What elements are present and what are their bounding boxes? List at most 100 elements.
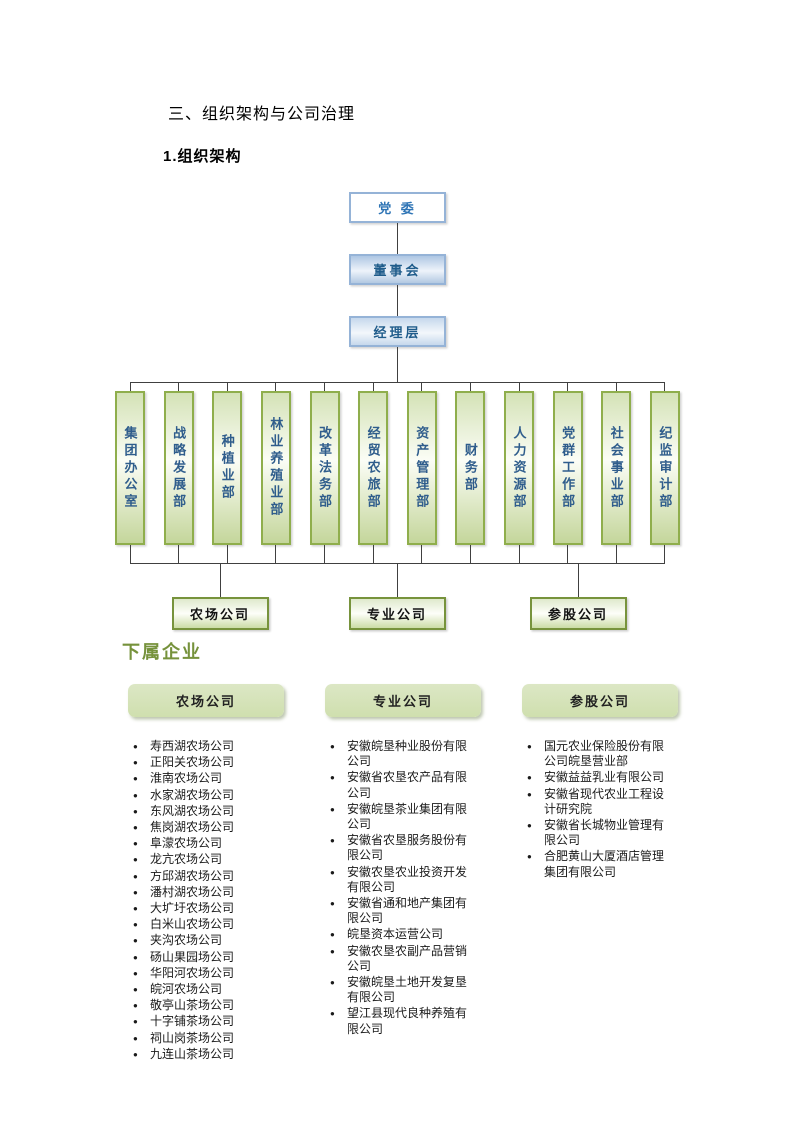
subsidiary-name: 安徽农垦农副产品营销公司: [347, 943, 468, 973]
connector-line: [129, 545, 131, 563]
department-cell: 社会事业部: [601, 382, 632, 563]
section-title: 三、组织架构与公司治理: [168, 106, 356, 123]
org-node-party-committee: 党 委: [349, 192, 446, 223]
department-cell: 纪监审计部: [649, 382, 680, 563]
connector-line: [397, 223, 398, 254]
subsidiary-list: ●寿西湖农场公司●正阳关农场公司●淮南农场公司●水家湖农场公司●东风湖农场公司●…: [128, 739, 284, 1062]
subsidiary-name: 安徽皖垦茶业集团有限公司: [347, 801, 468, 832]
department-box: 资产管理部: [406, 391, 437, 545]
subsidiary-item: ●方邱湖农场公司: [133, 869, 278, 884]
bullet-icon: ●: [330, 978, 335, 988]
subsidiary-item: ●寿西湖农场公司: [133, 739, 278, 754]
column-header: 农场公司: [128, 684, 284, 717]
subsidiary-item: ●安徽省长城物业管理有限公司: [527, 818, 672, 848]
subsidiary-item: ●安徽省通和地产集团有限公司: [330, 896, 475, 926]
subsidiary-name: 寿西湖农场公司: [150, 739, 235, 753]
department-box: 财务部: [455, 391, 486, 545]
subsidiary-item: ● 安徽省农垦服务股份有限公司: [330, 833, 475, 863]
subsidiary-name: 十字铺茶场公司: [150, 1014, 235, 1029]
subsidiary-name: 安徽省通和地产集团有限公司: [347, 896, 468, 926]
bullet-icon: ●: [133, 968, 138, 978]
subsidiaries-title: 下属企业: [122, 642, 202, 662]
subsidiary-item: ●白米山农场公司: [133, 917, 278, 932]
connector-line: [421, 545, 423, 563]
connector-line: [577, 563, 579, 597]
connector-line: [518, 545, 520, 563]
connector-line: [226, 545, 228, 563]
column-header: 专业公司: [325, 684, 481, 717]
department-box: 社会事业部: [601, 391, 632, 545]
subsidiary-name: 大圹圩农场公司: [150, 901, 235, 916]
department-box: 改革法务部: [309, 391, 340, 545]
bullet-icon: ●: [527, 852, 532, 862]
department-label: 林业养殖业部: [268, 417, 284, 519]
bullet-icon: ●: [133, 823, 138, 833]
connector-line: [664, 382, 666, 391]
subsidiary-name: 敬亭山茶场公司: [150, 998, 235, 1013]
connector-line: [129, 382, 131, 391]
subsidiary-item: ●阜濛农场公司: [133, 836, 278, 851]
subsidiary-item: ●敬亭山茶场公司: [133, 998, 278, 1013]
subsidiary-name: 东风湖农场公司: [150, 803, 235, 818]
connector-line: [664, 545, 666, 563]
subsidiary-item: ●望江县现代良种养殖有限公司: [330, 1006, 475, 1036]
subsidiary-name: 皖河农场公司: [150, 982, 223, 997]
subsidiary-item: ●大圹圩农场公司: [133, 901, 278, 916]
subsidiary-name: 安徽省长城物业管理有限公司: [544, 818, 665, 848]
department-cell: 林业养殖业部: [260, 382, 291, 563]
company-group-box: 专业公司: [348, 597, 446, 630]
subsidiary-name: 九连山茶场公司: [150, 1046, 235, 1061]
department-cell: 改革法务部: [309, 382, 340, 563]
bullet-icon: ●: [330, 867, 335, 877]
bullet-icon: ●: [330, 836, 335, 846]
bullet-icon: ●: [133, 774, 138, 784]
subsidiaries-columns: 农场公司●寿西湖农场公司●正阳关农场公司●淮南农场公司●水家湖农场公司●东风湖农…: [128, 684, 678, 1063]
org-node-management-layer: 经理层: [349, 316, 446, 347]
subsidiary-name: 安徽省现代农业工程设计研究院: [544, 786, 665, 816]
department-cell: 集团办公室: [115, 382, 145, 563]
department-label: 纪监审计部: [657, 425, 673, 511]
bullet-icon: ●: [133, 985, 138, 995]
connector-line: [324, 382, 325, 391]
subsidiary-item: ● 焦岗湖农场公司: [133, 820, 278, 835]
subsidiary-item: ●淮南农场公司: [133, 771, 278, 786]
subsidiary-item: ●龙亢农场公司: [133, 852, 278, 867]
bullet-icon: ●: [330, 742, 335, 751]
subsidiary-column: 专业公司●安徽皖垦种业股份有限公司●安徽省农垦农产品有限公司●安徽皖垦茶业集团有…: [325, 684, 481, 1063]
subsidiary-item: ●安徽农垦农业投资开发有限公司: [330, 865, 475, 895]
subsidiary-item: ●国元农业保险股份有限公司皖垦营业部: [527, 739, 672, 769]
subsidiary-item: ●皖垦资本运营公司: [330, 927, 475, 942]
subsidiary-name: 潘村湖农场公司: [150, 884, 235, 899]
connector-line: [396, 563, 398, 597]
department-label: 资产管理部: [414, 425, 430, 511]
bullet-icon: ●: [133, 806, 138, 816]
subsidiary-name: 安徽益益乳业有限公司: [544, 770, 665, 785]
org-chart: 党 委 董事会 经理层 集团办公室战略发展部种植业部林业养殖业部改革法务部经贸农…: [115, 192, 680, 642]
subsidiary-name: 砀山果园场公司: [150, 949, 235, 964]
bullet-icon: ●: [133, 1049, 138, 1059]
subsidiary-name: 焦岗湖农场公司: [150, 820, 235, 835]
department-label: 社会事业部: [608, 425, 624, 511]
bullet-icon: ●: [330, 930, 335, 940]
connector-line: [130, 563, 665, 564]
subsidiary-name: 水家湖农场公司: [150, 787, 235, 802]
bullet-icon: ●: [133, 871, 138, 881]
subsidiary-name: 安徽省农垦服务股份有限公司: [347, 833, 468, 863]
bullet-icon: ●: [133, 758, 138, 768]
department-label: 人力资源部: [511, 425, 527, 511]
company-group-box: 参股公司: [529, 597, 627, 630]
bullet-icon: ●: [133, 887, 138, 897]
subsidiary-item: ●华阳河农场公司: [133, 966, 278, 981]
subsidiary-name: 龙亢农场公司: [150, 852, 223, 867]
subsidiary-column: 参股公司●国元农业保险股份有限公司皖垦营业部●安徽益益乳业有限公司●安徽省现代农…: [522, 684, 678, 1063]
department-cell: 战略发展部: [163, 382, 194, 563]
subsidiary-name: 夹沟农场公司: [150, 933, 223, 948]
subsidiary-item: ●十字铺茶场公司: [133, 1014, 278, 1029]
subsidiary-item: ●安徽农垦农副产品营销公司: [330, 944, 475, 974]
subsidiary-name: 合肥黄山大厦酒店管理集团有限公司: [544, 849, 665, 879]
department-cell: 经贸农旅部: [358, 382, 389, 563]
company-group-box: 农场公司: [171, 597, 269, 630]
subsidiary-name: 安徽皖垦种业股份有限公司: [347, 739, 468, 769]
connector-line: [615, 545, 617, 563]
connector-line: [469, 382, 471, 391]
